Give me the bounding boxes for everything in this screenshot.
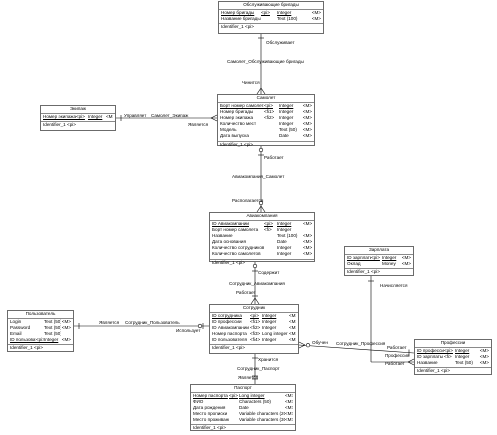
entity-airline[interactable]: Авиакомпания ID Авиакомпании<pi>Integer<… <box>209 212 315 265</box>
relation-name-label: Сотрудник_Профессия <box>336 341 386 346</box>
relation-role-label: Обучен <box>312 340 328 345</box>
relation-role-label: Хранится <box>258 357 279 362</box>
entity-identifier: Identifier_1 <pi> <box>218 140 314 148</box>
attribute-row: Номер паспорта<pi>Long integer<M> <box>193 393 293 398</box>
entity-title: Пользователь <box>8 311 73 319</box>
attribute-row: ID пользователя<fi4>Integer<M> <box>212 337 296 343</box>
relation-role-label: Работает <box>385 361 405 366</box>
entity-title: Обслуживающие бригады <box>219 2 323 10</box>
entity-identifier: Identifier_1 <pi> <box>210 258 314 266</box>
attribute-row: ID профессии<fi1>Integer<M> <box>212 319 296 325</box>
connector-employee-profession <box>298 344 415 354</box>
entity-service-crews[interactable]: Обслуживающие бригады Номер бригады <pi>… <box>218 1 324 34</box>
attribute-row: ID зарплаты<fi>Integer<M> <box>417 354 489 360</box>
relation-name-label: Самолет_Экипаж <box>151 113 189 118</box>
relation-role-label: Работает <box>387 345 407 350</box>
entity-employee[interactable]: Сотрудник ID сотрудника<pi>Integer<M> ID… <box>209 304 299 354</box>
attribute-row: ID зарплаты<pi>Integer<M> <box>347 255 411 260</box>
attribute-row: Название бригады Text (100) <M> <box>221 16 321 22</box>
relation-role-label: Работает <box>264 155 284 160</box>
entity-plane[interactable]: Самолет Борт номер самолета<pi>Integer<M… <box>217 94 315 148</box>
attribute-row: ID сотрудника<pi>Integer<M> <box>212 313 296 318</box>
relation-role-label: Обслуживает <box>266 40 295 45</box>
relation-role-label: Является <box>188 122 209 127</box>
entity-crew[interactable]: Экипаж Номер экипажа<pi>Integer<M> Ident… <box>40 105 116 131</box>
attribute-row: ID Авиакомпании<pi>Integer<M> <box>212 221 312 226</box>
relation-name-label: Сотрудник_Паспорт <box>237 366 280 371</box>
entity-title: Паспорт <box>191 385 295 393</box>
relation-role-label: Управляет <box>124 113 147 118</box>
attribute-row: Номер экипажа<fi2>Integer<M> <box>220 115 312 121</box>
relation-role-label: Чинится <box>242 80 260 85</box>
relation-role-label: Использует <box>176 328 201 333</box>
attribute-row: ID профессии<pi>Integer<M> <box>417 348 489 353</box>
attribute-row: ID пользователя<pi>Integer<M> <box>10 337 71 343</box>
relation-name-label: Самолет_Обслуживающие бригады <box>227 59 304 64</box>
entity-identifier: Identifier_1 <pi> <box>191 424 295 431</box>
entity-salary[interactable]: Зарплата ID зарплаты<pi>Integer<M> Оклад… <box>344 246 414 276</box>
relation-role-label: Содержит <box>258 270 280 275</box>
entity-identifier: Identifier_1 <pi> <box>345 268 413 275</box>
relation-role-label: Является <box>99 320 120 325</box>
entity-title: Зарплата <box>345 247 413 255</box>
entity-title: Авиакомпания <box>210 213 314 221</box>
relation-role-label: Располагается <box>232 198 264 203</box>
relation-name-label: Сотрудник_Авиакомпания <box>229 281 285 286</box>
entity-identifier: Identifier_1 <pi> <box>219 23 323 30</box>
relation-role-label: Является <box>238 375 259 380</box>
entity-title: Сотрудник <box>210 305 298 313</box>
attribute-row: ID Авиакомпании<fi2>Integer<M> <box>212 325 296 331</box>
relation-name-label: Сотрудник_Пользователь <box>125 320 180 325</box>
attribute-row: Номер паспорта<fi3>Long integer<M> <box>212 331 296 337</box>
entity-title: Экипаж <box>41 106 115 114</box>
entity-identifier: Identifier_1 <pi> <box>415 367 491 374</box>
relation-name-label: Авиакомпания_Самолет <box>232 174 285 179</box>
attribute-row: Борт номер самолета<pi>Integer<M> <box>220 103 312 108</box>
attribute-row: Номер бригады <pi> Integer <M> <box>221 10 321 15</box>
entity-identifier: Identifier_1 <pi> <box>41 121 115 128</box>
entity-identifier: Identifier_1 <pi> <box>8 344 73 351</box>
entity-title: Самолет <box>218 95 314 103</box>
attribute-row: Место проживанияVariable characters (30)… <box>193 417 293 423</box>
entity-title: Профессии <box>415 340 491 348</box>
attribute-row: Борт номер самолета<fi>Integer <box>212 227 292 233</box>
attribute-row: Номер бригады<fi1>Integer<M> <box>220 109 312 115</box>
entity-identifier: Identifier_1 <pi> <box>210 344 298 351</box>
relation-role-label: Работает <box>236 290 256 295</box>
entity-profession[interactable]: Профессии ID профессии<pi>Integer<M> ID … <box>414 339 492 375</box>
relation-role-label: Профессия <box>385 353 410 358</box>
entity-passport[interactable]: Паспорт Номер паспорта<pi>Long integer<M… <box>190 384 296 431</box>
attribute-row: Номер экипажа<pi>Integer<M> <box>43 114 113 119</box>
relation-role-label: Начисляется <box>380 283 408 288</box>
